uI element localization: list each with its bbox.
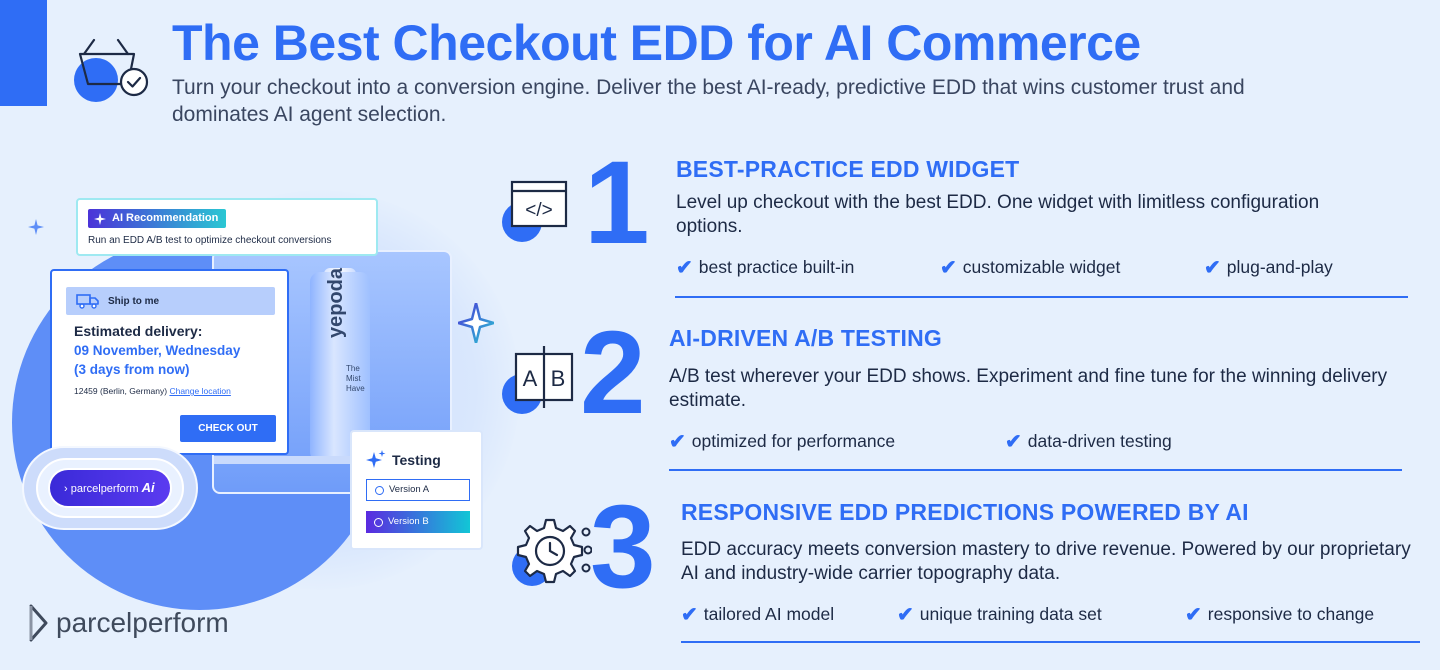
section-2-feature: ✔data-driven testing [1005,431,1172,453]
section-2-divider [669,469,1402,471]
checkmark-icon: ✔ [940,257,957,279]
section-3-title: RESPONSIVE EDD PREDICTIONS POWERED BY AI [681,499,1249,525]
ab-split-icon: A B [502,346,574,414]
checkmark-icon: ✔ [897,604,914,626]
section-2-feature: ✔optimized for performance [669,431,896,453]
change-location-link[interactable]: Change location [169,386,231,396]
gear-clock-icon [512,518,592,586]
ship-to-me-option[interactable]: Ship to me [66,287,275,315]
section-1-number: 1 [584,137,650,269]
testing-label: Testing [392,452,441,468]
section-2-number: 2 [580,307,646,439]
estimated-delivery-date: 09 November, Wednesday (3 days from now) [74,341,284,379]
section-1-title: BEST-PRACTICE EDD WIDGET [676,156,1020,182]
ab-testing-card: Testing Version A Version B [350,430,483,550]
section-3-feature: ✔responsive to change [1185,604,1375,626]
ai-recommendation-label: AI Recommendation [112,212,219,224]
page-title: The Best Checkout EDD for AI Commerce [172,15,1141,71]
section-3-description: EDD accuracy meets conversion mastery to… [681,539,1411,584]
sparkle-icon [366,450,386,468]
checkmark-icon: ✔ [669,431,686,453]
sparkle-icon [458,303,494,343]
truck-icon [76,294,99,309]
checkmark-icon: ✔ [681,604,698,626]
radio-icon [375,486,384,495]
checkmark-icon: ✔ [1204,257,1221,279]
checkmark-icon: ✔ [676,257,693,279]
section-1-feature: ✔plug-and-play [1204,257,1333,279]
code-window-icon: </> [502,180,568,242]
version-b-option[interactable]: Version B [366,511,470,533]
ai-recommendation-card: AI Recommendation Run an EDD A/B test to… [76,198,378,256]
checkmark-icon: ✔ [1185,604,1202,626]
ai-recommendation-text: Run an EDD A/B test to optimize checkout… [88,235,332,246]
estimated-delivery-label: Estimated delivery: [74,323,203,339]
ship-to-me-label: Ship to me [108,295,160,307]
parcelperform-logo-icon [29,604,48,642]
section-1-feature: ✔best practice built-in [676,257,855,279]
version-a-option[interactable]: Version A [366,479,470,501]
page-subtitle: Turn your checkout into a conversion eng… [172,76,1245,126]
estimated-days: (3 days from now) [74,362,190,377]
checkout-button[interactable]: CHECK OUT [180,415,276,442]
section-3-feature: ✔tailored AI model [681,604,835,626]
checkmark-icon: ✔ [1005,431,1022,453]
estimated-date: 09 November, Wednesday [74,343,241,358]
play-icon: › [64,483,68,495]
section-1-description: Level up checkout with the best EDD. One… [676,192,1320,237]
product-shelf [214,456,450,464]
svg-text:</>: </> [525,200,552,221]
pill-ai: Ai [141,480,155,495]
brand-logo: parcelperform [28,604,229,642]
section-2-description: A/B test wherever your EDD shows. Experi… [669,366,1388,411]
section-2-title: AI-DRIVEN A/B TESTING [669,325,942,351]
postal-location: 12459 (Berlin, Germany) Change location [74,386,231,396]
corner-accent-bar [0,0,47,106]
section-1-divider [675,296,1408,298]
testing-title: Testing [366,450,441,470]
pill-brand: parcelperform [70,483,139,495]
product-brand: yepoda [325,267,347,338]
basket-check-icon [74,38,149,102]
svg-text:B: B [551,366,566,391]
postal-code: 12459 (Berlin, Germany) [74,386,168,396]
delivery-estimate-card: Ship to me Estimated delivery: 09 Novemb… [50,269,289,455]
svg-text:A: A [523,366,538,391]
section-3-number: 3 [590,481,656,613]
sparkle-icon [28,219,44,235]
product-name: The Mist Have [346,364,365,393]
version-a-label: Version A [389,484,430,495]
brand-name: parcelperform [56,607,229,638]
section-3-divider [681,641,1420,643]
section-1-feature: ✔customizable widget [940,257,1121,279]
radio-icon [374,517,383,527]
ai-recommendation-badge: AI Recommendation [88,209,227,228]
section-3-feature: ✔unique training data set [897,604,1102,626]
sparkle-icon [94,212,106,225]
version-b-label: Version B [388,516,429,527]
